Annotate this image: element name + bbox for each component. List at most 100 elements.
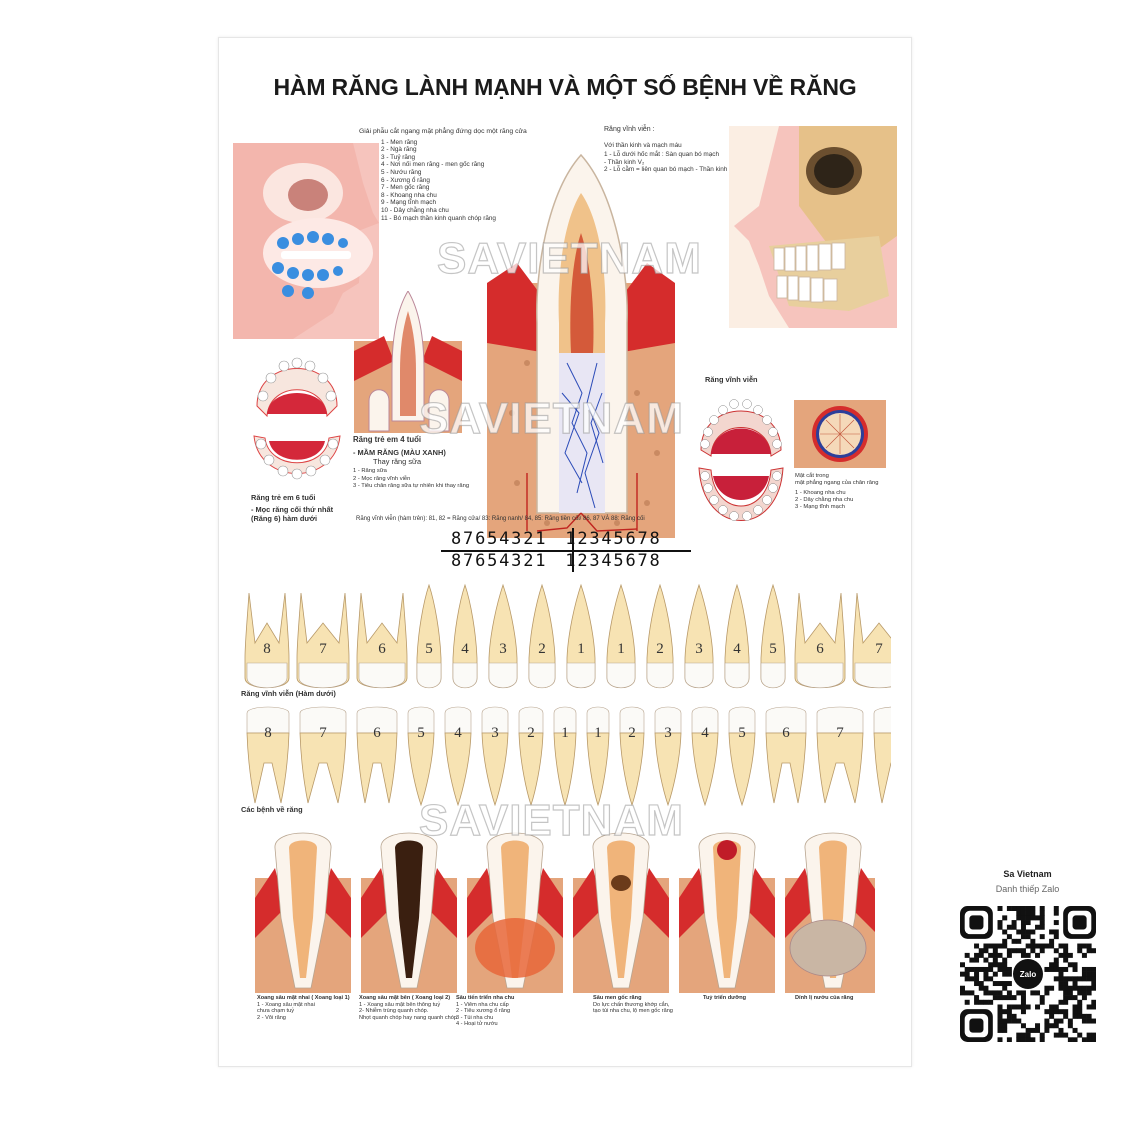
tooth-number-label: 3	[695, 641, 703, 657]
child4-sub1: - MẦM RĂNG (MÀU XANH)	[353, 447, 446, 457]
list-item: 2 - Mọc răng vĩnh viễn	[353, 475, 411, 482]
upper-tooth: 5	[416, 583, 442, 689]
tooth-number-label: 5	[769, 641, 777, 657]
upper-tooth: 7	[852, 592, 891, 689]
child4-sub2: Thay răng sữa	[373, 456, 422, 466]
lower-teeth-label: Răng vĩnh viễn (Hàm dưới)	[241, 689, 336, 698]
tooth-number-label: 3	[499, 641, 507, 657]
disease-title: Xoang sâu mặt bên ( Xoang loại 2)	[359, 995, 451, 1001]
disease-line: 4 - Hoại tử nướu	[456, 1021, 498, 1028]
tooth-number-label: 1	[617, 641, 625, 657]
disease-caption: Xoang sâu mặt nhai ( Xoang loại 1)1 - Xo…	[257, 995, 362, 1021]
list-item: 1 - Men răng	[381, 138, 418, 146]
tooth-number-label: 3	[491, 725, 499, 741]
tooth-number-row-top: 87654321 12345678	[451, 529, 662, 549]
number-grid-vertical	[572, 528, 574, 572]
tooth-number-label: 7	[319, 725, 327, 741]
lower-tooth: 7	[299, 706, 347, 804]
disease-line: chưa chạm tuỷ	[257, 1008, 295, 1015]
lower-tooth: 2	[518, 706, 544, 807]
upper-tooth: 1	[606, 583, 636, 689]
child6-line1: - Mọc răng cối thứ nhất	[251, 504, 334, 514]
disease-panel	[573, 832, 669, 993]
upper-tooth: 3	[684, 583, 714, 689]
upper-tooth: 8	[244, 592, 290, 689]
tooth-number-label: 2	[538, 641, 546, 657]
disease-title: Xoang sâu mặt nhai ( Xoang loại 1)	[257, 995, 350, 1001]
tooth-number-label: 1	[594, 725, 602, 741]
tooth-number-label: 8	[263, 641, 271, 657]
tooth-number-label: 4	[701, 725, 709, 741]
tooth-number-label: 4	[733, 641, 741, 657]
disease-line: Do lực chấn thương khớp cắn,	[593, 1001, 670, 1008]
permanent-dental-arches	[698, 399, 784, 521]
disease-line: 1 - Xoang sâu mặt bên thông tuỷ	[359, 1001, 441, 1008]
disease-panels	[255, 832, 875, 993]
upper-tooth: 6	[794, 592, 846, 689]
lower-tooth: 2	[619, 706, 645, 807]
list-item: 1 - Khoang nha chu	[795, 490, 846, 496]
list-item: 3 - Tuỷ răng	[381, 153, 416, 161]
lower-tooth: 8	[873, 706, 891, 804]
list-item: - Thần kinh V₂	[604, 158, 645, 166]
child4-heading: Răng trẻ em 4 tuổi	[353, 435, 422, 444]
disease-line: 2 - Tiêu xương ổ răng	[456, 1008, 511, 1015]
list-item: 10 - Dây chằng nha chu	[381, 206, 449, 214]
zalo-logo-text: Zalo	[1019, 970, 1036, 979]
tooth-number-row-bottom: 87654321 12345678	[451, 551, 662, 571]
num-top-left: 87654321	[451, 529, 548, 549]
qr-finder	[1062, 906, 1096, 939]
child6-heading: Răng trẻ em 6 tuổi	[251, 493, 316, 502]
upper-tooth: 1	[566, 583, 596, 689]
permanent-sub: Với thần kinh và mạch máu	[604, 141, 682, 149]
watermark-3: SAVIETNAM	[418, 795, 684, 845]
qr-finder	[959, 1009, 993, 1042]
qr-code[interactable]: Zalo	[959, 906, 1096, 1043]
lower-tooth: 8	[246, 706, 290, 804]
disease-title: Sâu tiến triển nha chu	[456, 995, 515, 1001]
lower-tooth: 6	[356, 706, 398, 804]
disease-panel	[679, 832, 775, 993]
tooth-number-label: 2	[656, 641, 664, 657]
list-item: 8 - Khoang nha chu	[381, 191, 437, 199]
root-cross-section	[794, 400, 886, 468]
tooth-number-label: 3	[664, 725, 672, 741]
upper-tooth: 3	[488, 583, 518, 689]
tooth-number-label: 1	[577, 641, 585, 657]
tooth-number-legend: Răng vĩnh viễn (hàm trên): 81, 82 = Răng…	[356, 516, 645, 522]
disease-heading: Các bệnh về răng	[241, 805, 303, 814]
num-bottom-left: 87654321	[451, 551, 548, 571]
zalo-card: Sa Vietnam Danh thiếp Zalo Zalo	[955, 865, 1100, 1055]
permanent-heading: Răng vĩnh viễn :	[604, 126, 655, 133]
qr-modules	[959, 906, 1096, 1043]
anatomy-poster: HÀM RĂNG LÀNH MẠNH VÀ MỘT SỐ BỆNH VỀ RĂN…	[218, 37, 912, 1067]
disease-line: 2- Nhiễm trùng quanh chóp.	[359, 1008, 429, 1015]
num-top-right: 12345678	[565, 529, 662, 549]
disease-line: tạo túi nha chu, lộ men gốc răng	[593, 1008, 673, 1015]
upper-tooth: 6	[356, 592, 408, 689]
num-bottom-right: 12345678	[565, 551, 662, 571]
tooth-number-label: 4	[454, 725, 462, 741]
lower-tooth: 3	[654, 706, 682, 807]
disease-line: 3 - Túi nha chu	[456, 1014, 494, 1021]
disease-title: Sâu men gốc răng	[593, 995, 642, 1001]
skull-adult-illustration	[729, 126, 897, 328]
watermark-1: SAVIETNAM	[436, 233, 702, 283]
disease-caption: Tuỷ triển dưỡng	[703, 995, 808, 1002]
watermark-2: SAVIETNAM	[418, 393, 684, 443]
disease-panel	[785, 832, 875, 993]
upper-tooth: 2	[646, 583, 674, 689]
lower-tooth: 7	[816, 706, 864, 804]
disease-title: Tuỷ triển dưỡng	[703, 995, 747, 1001]
list-item: 3 - Mạng tĩnh mạch	[795, 504, 845, 510]
qr-subtitle: Danh thiếp Zalo	[995, 884, 1060, 894]
child6-line2: (Răng 6) hàm dưới	[251, 513, 318, 523]
tooth-number-label: 1	[561, 725, 569, 741]
list-item: 6 - Xương ổ răng	[381, 176, 430, 184]
tooth-number-label: 5	[417, 725, 425, 741]
cross-section-caption: Mặt cắt trong mặt phẳng ngang của chân r…	[795, 473, 907, 511]
lower-tooth: 1	[586, 706, 610, 807]
